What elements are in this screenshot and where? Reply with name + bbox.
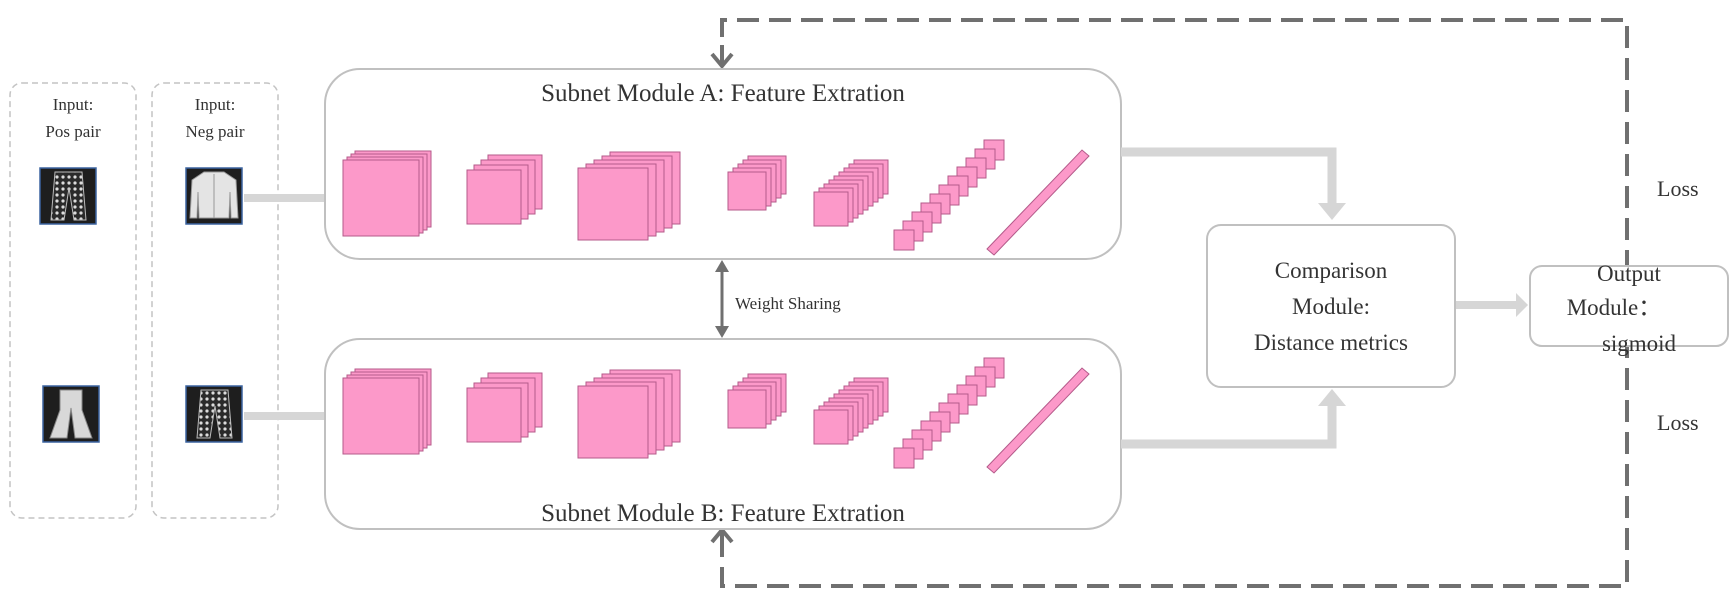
neg-image-bottom (185, 385, 243, 443)
pos-image-top (39, 167, 97, 225)
loss-label-top: Loss (1657, 176, 1699, 201)
output-module-box (1529, 265, 1729, 347)
neg-image-top (185, 167, 243, 225)
subnet-b-feature-map-3-0 (727, 389, 767, 429)
subnet-a-feature-map-2-0 (577, 167, 649, 241)
subnet-b-feature-map-4-0 (813, 409, 849, 445)
subnet-b-layers (342, 357, 1090, 474)
arrow-comparison-to-output (1456, 293, 1528, 317)
neg-pair-title: Input: (194, 95, 236, 114)
output-line-2: Module： (1566, 295, 1662, 320)
subnet-a-feature-map-3-0 (727, 171, 767, 211)
neg-pair-subtitle: Neg pair (185, 122, 245, 141)
subnet-a-feature-map-0-0 (342, 159, 420, 237)
loss-label-bottom: Loss (1657, 410, 1699, 435)
subnet-a-flatten-layer (986, 149, 1090, 256)
arrow-b-to-comparison (1121, 389, 1346, 449)
comparison-line-3: Distance metrics (1254, 330, 1408, 355)
subnet-b-feature-map-5-0 (893, 447, 915, 469)
output-line-1: Output (1597, 261, 1661, 286)
pos-image-bottom (42, 385, 100, 443)
subnet-b-feature-map-2-0 (577, 385, 649, 459)
loss-arrow-bottom (710, 526, 734, 552)
arrow-a-to-comparison (1121, 147, 1346, 220)
pos-pair-group (9, 82, 137, 519)
subnet-b-flatten-layer (986, 367, 1090, 474)
loss-arrow-top (710, 45, 734, 70)
subnet-a-layers (342, 139, 1090, 256)
neg-pair-group (151, 82, 279, 519)
pos-pair-title: Input: (52, 95, 94, 114)
comparison-line-1: Comparison (1274, 258, 1388, 283)
subnet-a-title: Subnet Module A: Feature Extration (541, 80, 905, 107)
subnet-a-feature-map-4-0 (813, 191, 849, 227)
pos-pair-subtitle: Pos pair (45, 122, 101, 141)
subnet-a-feature-map-1-0 (466, 169, 522, 225)
weight-sharing-arrow (715, 260, 729, 338)
weight-sharing-label: Weight Sharing (735, 294, 841, 313)
comparison-module-box (1206, 224, 1456, 388)
output-line-3: sigmoid (1601, 331, 1677, 356)
comparison-line-2: Module: (1292, 294, 1370, 319)
subnet-b-title: Subnet Module B: Feature Extration (541, 500, 905, 527)
subnet-b-feature-map-0-0 (342, 377, 420, 455)
subnet-a-feature-map-5-0 (893, 229, 915, 251)
subnet-b-feature-map-1-0 (466, 387, 522, 443)
